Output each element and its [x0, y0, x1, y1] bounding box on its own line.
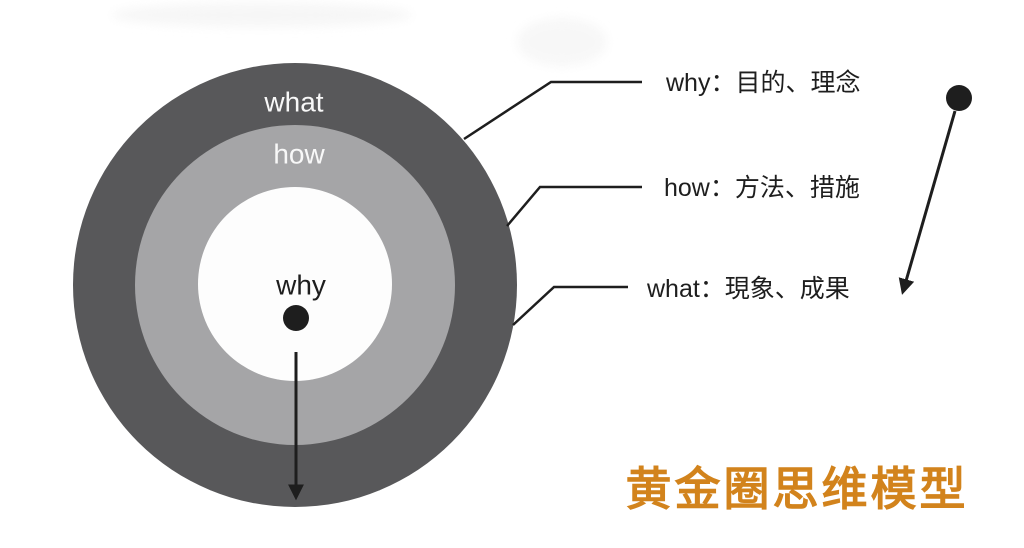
right-dot [946, 85, 972, 111]
page-title: 黄金圈思维模型 [626, 463, 969, 515]
faint-watermark-2 [517, 18, 607, 66]
right-down-arrow [898, 110, 957, 295]
leader-line-what [512, 285, 628, 326]
callout-why: why：目的、理念 [665, 69, 860, 97]
faint-watermark [112, 3, 412, 27]
callout-what: what：現象、成果 [646, 275, 850, 303]
outer-ring-label: what [263, 87, 323, 118]
callout-how: how：方法、措施 [664, 174, 860, 202]
center-dot [283, 305, 309, 331]
inner-circle-label: why [275, 270, 326, 301]
leader-line-why [463, 80, 642, 141]
leader-line-how [506, 185, 642, 227]
middle-ring-label: how [273, 139, 325, 170]
inner-circle-why [198, 187, 392, 381]
